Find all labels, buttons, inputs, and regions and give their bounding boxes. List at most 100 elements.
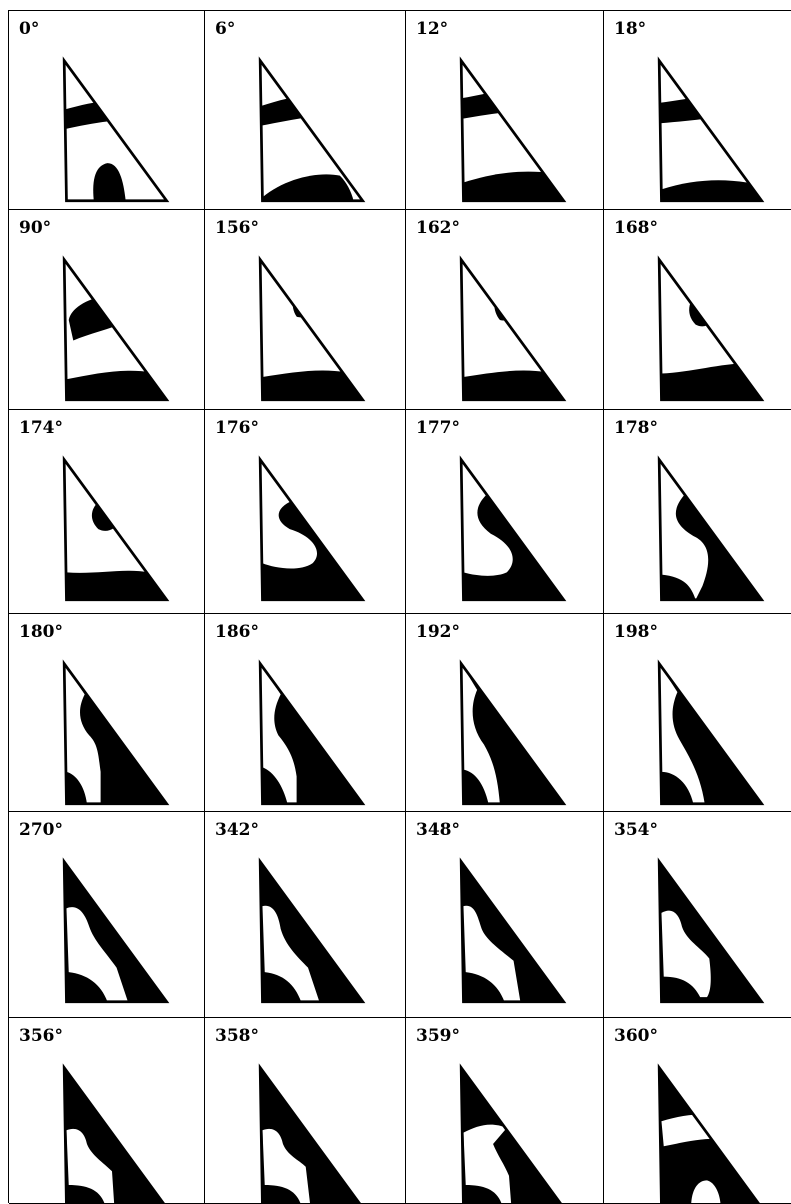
triangle-shape — [243, 254, 373, 402]
angle-label: 0° — [19, 21, 39, 38]
angle-panel: 348° — [406, 812, 604, 1018]
angle-panel: 156° — [205, 210, 406, 410]
triangle-shape — [47, 856, 177, 1004]
angle-label: 90° — [19, 220, 51, 237]
angle-panel: 12° — [406, 11, 604, 210]
triangle-shape — [444, 254, 574, 402]
triangle-pattern-figure — [642, 55, 772, 203]
angle-label: 6° — [215, 21, 235, 38]
angle-label: 174° — [19, 420, 63, 437]
angle-label: 358° — [215, 1028, 259, 1045]
triangle-pattern-figure — [47, 254, 177, 402]
angle-panel: 177° — [406, 410, 604, 614]
triangle-pattern-figure — [243, 55, 373, 203]
triangle-shape — [47, 254, 177, 402]
triangle-pattern-figure — [444, 454, 574, 602]
dark-region — [66, 571, 166, 600]
dark-region — [463, 371, 563, 400]
angle-panel: 342° — [205, 812, 406, 1018]
triangle-pattern-figure — [243, 856, 373, 1004]
triangle-pattern-figure — [444, 1062, 574, 1204]
angle-label: 168° — [614, 220, 658, 237]
triangle-pattern-figure — [47, 55, 177, 203]
angle-panel: 176° — [205, 410, 406, 614]
angle-label: 198° — [614, 624, 658, 641]
triangle-shape — [243, 454, 373, 602]
angle-panel-grid: 0° 6° 12° 18° 90° 156° 162° 168° 174° 176° 177° 178… — [8, 10, 791, 1203]
triangle-shape — [642, 254, 772, 402]
angle-label: 18° — [614, 21, 646, 38]
angle-panel: 198° — [604, 614, 791, 812]
triangle-pattern-figure — [47, 856, 177, 1004]
triangle-pattern-figure — [47, 454, 177, 602]
angle-label: 348° — [416, 822, 460, 839]
angle-label: 359° — [416, 1028, 460, 1045]
angle-panel: 162° — [406, 210, 604, 410]
triangle-pattern-figure — [444, 856, 574, 1004]
triangle-shape — [47, 1062, 177, 1204]
triangle-pattern-figure — [642, 454, 772, 602]
angle-label: 156° — [215, 220, 259, 237]
triangle-pattern-figure — [444, 658, 574, 806]
triangle-pattern-figure — [243, 454, 373, 602]
angle-panel: 18° — [604, 11, 791, 210]
angle-panel: 174° — [9, 410, 205, 614]
angle-panel: 270° — [9, 812, 205, 1018]
triangle-pattern-figure — [642, 1062, 772, 1204]
angle-label: 186° — [215, 624, 259, 641]
angle-label: 162° — [416, 220, 460, 237]
angle-panel: 90° — [9, 210, 205, 410]
triangle-shape — [47, 454, 177, 602]
dark-region — [262, 371, 362, 400]
angle-label: 178° — [614, 420, 658, 437]
angle-panel: 180° — [9, 614, 205, 812]
triangle-pattern-figure — [444, 254, 574, 402]
angle-panel: 359° — [406, 1018, 604, 1204]
angle-label: 360° — [614, 1028, 658, 1045]
triangle-pattern-figure — [47, 658, 177, 806]
angle-panel: 360° — [604, 1018, 791, 1204]
angle-label: 180° — [19, 624, 63, 641]
triangle-shape — [243, 658, 373, 806]
angle-panel: 6° — [205, 11, 406, 210]
triangle-pattern-figure — [47, 1062, 177, 1204]
triangle-pattern-figure — [243, 254, 373, 402]
triangle-shape — [47, 55, 177, 203]
angle-label: 356° — [19, 1028, 63, 1045]
triangle-shape — [243, 55, 373, 203]
triangle-shape — [444, 856, 574, 1004]
angle-label: 342° — [215, 822, 259, 839]
triangle-pattern-figure — [642, 856, 772, 1004]
angle-label: 192° — [416, 624, 460, 641]
triangle-shape — [243, 1062, 373, 1204]
angle-label: 12° — [416, 21, 448, 38]
angle-panel: 168° — [604, 210, 791, 410]
triangle-shape — [444, 55, 574, 203]
triangle-shape — [642, 658, 772, 806]
triangle-pattern-figure — [642, 254, 772, 402]
triangle-shape — [642, 55, 772, 203]
angle-label: 354° — [614, 822, 658, 839]
triangle-shape — [444, 658, 574, 806]
angle-panel: 192° — [406, 614, 604, 812]
triangle-pattern-figure — [642, 658, 772, 806]
triangle-pattern-figure — [243, 658, 373, 806]
angle-label: 176° — [215, 420, 259, 437]
dark-region — [494, 286, 518, 321]
angle-panel: 358° — [205, 1018, 406, 1204]
dark-region — [293, 286, 317, 317]
angle-panel: 354° — [604, 812, 791, 1018]
angle-panel: 356° — [9, 1018, 205, 1204]
angle-panel: 0° — [9, 11, 205, 210]
angle-panel: 186° — [205, 614, 406, 812]
triangle-pattern-figure — [444, 55, 574, 203]
triangle-shape — [642, 454, 772, 602]
triangle-shape — [243, 856, 373, 1004]
triangle-shape — [642, 856, 772, 1004]
triangle-shape — [444, 454, 574, 602]
angle-label: 177° — [416, 420, 460, 437]
triangle-shape — [47, 658, 177, 806]
angle-label: 270° — [19, 822, 63, 839]
triangle-pattern-figure — [243, 1062, 373, 1204]
triangle-shape — [642, 1062, 772, 1204]
